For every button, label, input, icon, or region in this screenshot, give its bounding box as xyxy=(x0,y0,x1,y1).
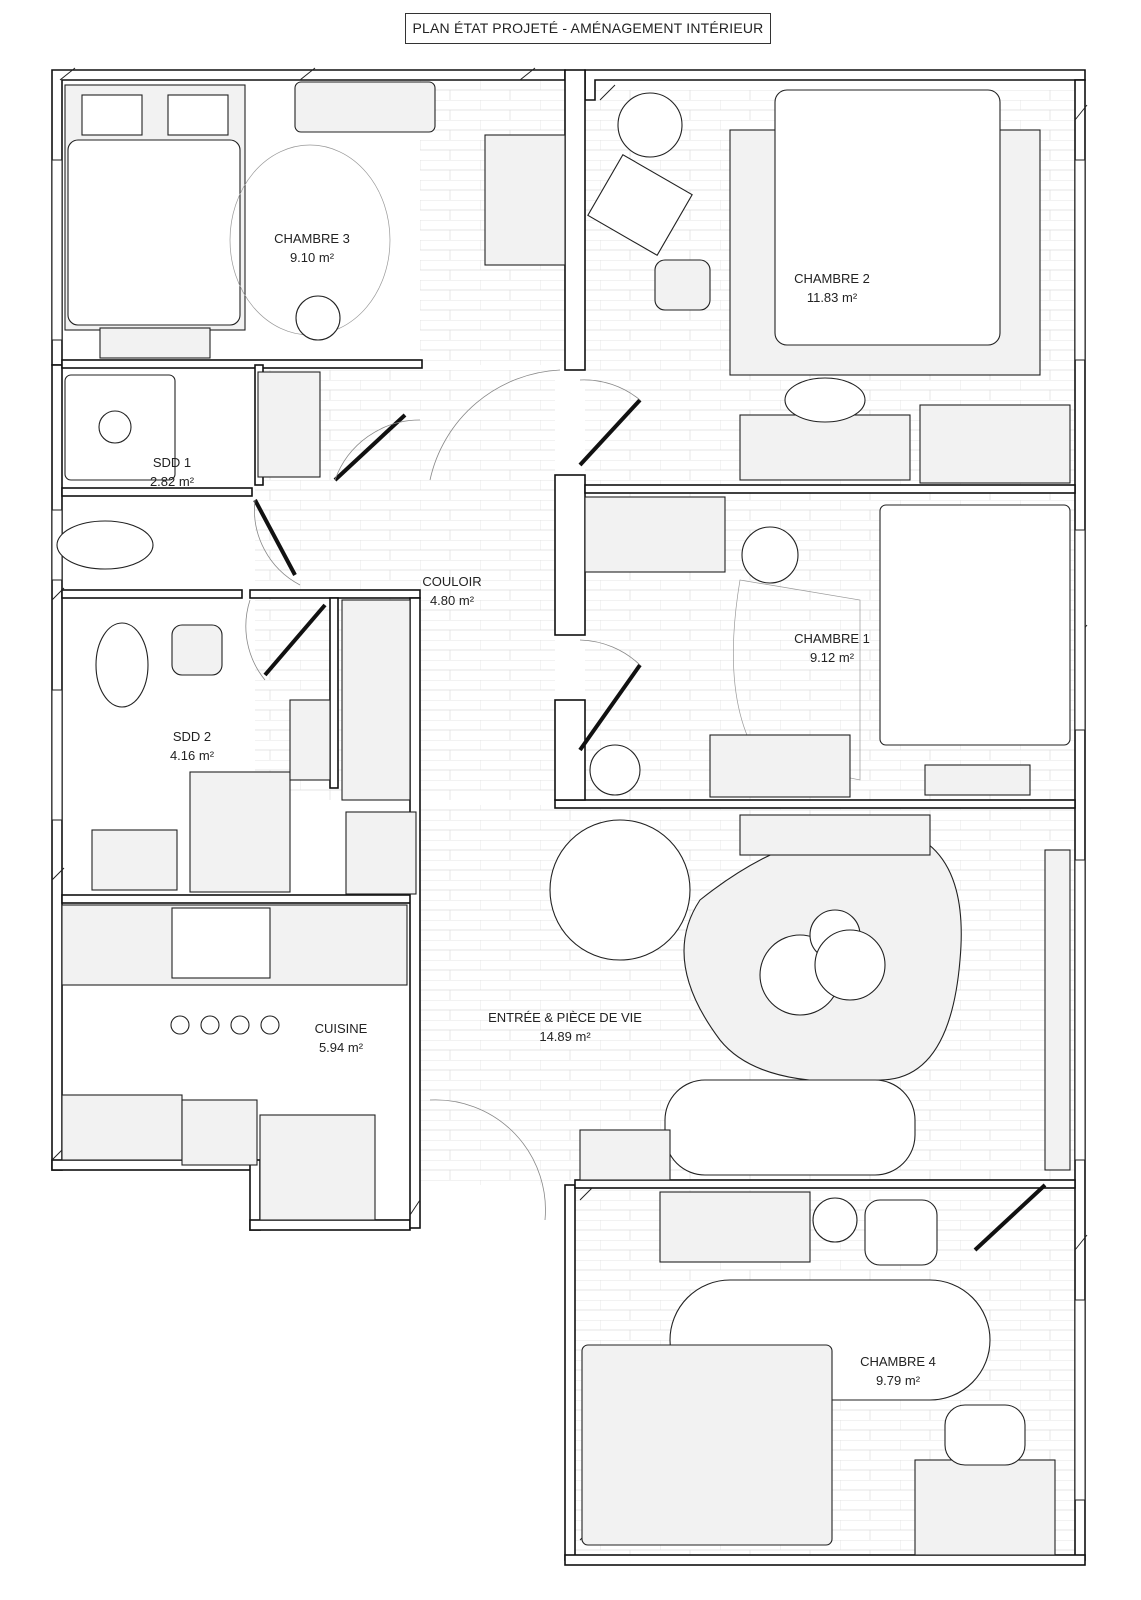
planter xyxy=(579,1129,671,1181)
desk-1 xyxy=(709,734,851,798)
room-area-sdd-2: 4.16 m² xyxy=(170,748,215,763)
room-area-chambre-4: 9.79 m² xyxy=(876,1373,921,1388)
plan-title: PLAN ÉTAT PROJETÉ - AMÉNAGEMENT INTÉRIEU… xyxy=(405,13,771,44)
stove xyxy=(61,1094,183,1161)
room-area-living: 14.89 m² xyxy=(539,1029,591,1044)
table-kitchen xyxy=(259,1114,376,1221)
room-name-chambre-4: CHAMBRE 4 xyxy=(860,1354,936,1369)
wardrobe-2 xyxy=(919,404,1071,484)
wardrobe xyxy=(484,134,566,266)
room-name-couloir: COULOIR xyxy=(422,574,481,589)
room-name-chambre-1: CHAMBRE 1 xyxy=(794,631,870,646)
washer-column xyxy=(341,599,411,801)
desk-2 xyxy=(739,414,911,481)
dining-table xyxy=(549,819,691,961)
desk xyxy=(294,81,436,133)
room-name-chambre-3: CHAMBRE 3 xyxy=(274,231,350,246)
room-name-sdd-2: SDD 2 xyxy=(173,729,211,744)
doors[interactable] xyxy=(245,369,1047,1252)
bed-chambre-1 xyxy=(879,504,1071,746)
room-area-chambre-1: 9.12 m² xyxy=(810,650,855,665)
toilet xyxy=(56,520,154,570)
room-name-sdd-1: SDD 1 xyxy=(153,455,191,470)
room-area-sdd-1: 2.82 m² xyxy=(150,474,195,489)
toilet-2 xyxy=(95,622,149,708)
room-area-chambre-2: 11.83 m² xyxy=(807,290,858,305)
room-labels: CHAMBRE 3 9.10 m² CHAMBRE 2 11.83 m² SDD… xyxy=(150,231,936,1388)
wardrobe-4 xyxy=(659,1191,811,1263)
sofa xyxy=(664,1079,916,1176)
fan xyxy=(295,295,341,341)
radiator xyxy=(1044,849,1071,1171)
desk-4 xyxy=(914,1459,1056,1556)
bed-chambre-4 xyxy=(581,1344,833,1546)
room-name-cuisine: CUISINE xyxy=(315,1021,368,1036)
sink-unit xyxy=(257,371,321,478)
sink-2 xyxy=(91,829,178,891)
tv-unit xyxy=(739,814,931,856)
closet xyxy=(345,811,417,895)
shower-2 xyxy=(189,771,291,893)
bed-chambre-2 xyxy=(774,89,1001,346)
furniture xyxy=(56,81,1071,1556)
walls xyxy=(51,67,1088,1566)
wardrobe-1 xyxy=(584,496,726,573)
shelf xyxy=(99,327,211,359)
room-area-couloir: 4.80 m² xyxy=(430,593,475,608)
room-name-living: ENTRÉE & PIÈCE DE VIE xyxy=(488,1010,642,1025)
room-area-cuisine: 5.94 m² xyxy=(319,1040,364,1055)
room-area-chambre-3: 9.10 m² xyxy=(290,250,335,265)
room-name-chambre-2: CHAMBRE 2 xyxy=(794,271,870,286)
